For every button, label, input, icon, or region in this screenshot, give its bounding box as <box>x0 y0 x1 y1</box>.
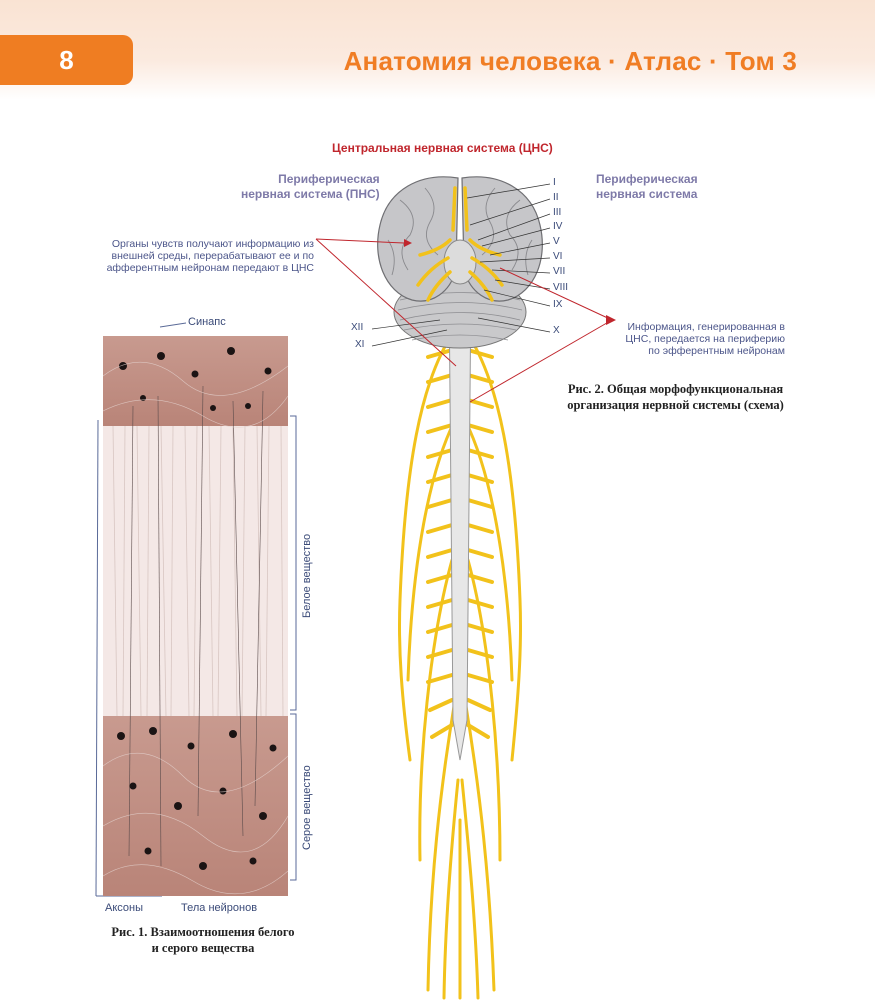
cranial-nerve-label: V <box>553 236 560 247</box>
cranial-nerve-leaders <box>371 183 551 347</box>
cranial-nerve-label: III <box>553 207 562 218</box>
tissue-drawing <box>103 336 288 896</box>
pns-left-line-1: Периферическая <box>278 172 380 186</box>
tissue-brackets <box>95 322 297 897</box>
cranial-nerve-label: VI <box>553 251 563 262</box>
pns-right-line-1: Периферическая <box>596 172 698 186</box>
brainstem <box>443 239 477 285</box>
arrow-head-left <box>404 239 412 247</box>
cranial-nerve-label: XII <box>351 322 364 333</box>
brain-gyri <box>387 187 533 276</box>
cranial-nerves <box>416 186 504 302</box>
cranial-nerve-label: VII <box>553 266 566 277</box>
gray-matter-label: Серое вещество <box>301 765 313 850</box>
axons-label: Аксоны <box>105 902 143 914</box>
page-number-tab: 8 <box>0 35 133 85</box>
pns-right-label: Периферическая нервная система <box>596 172 698 202</box>
neuron-bodies-label: Тела нейронов <box>181 902 258 914</box>
figure2-caption-line-2: организация нервной системы (схема) <box>567 398 784 412</box>
pns-left-line-2: нервная система (ПНС) <box>241 187 380 201</box>
header-band <box>0 0 875 100</box>
cranial-nerve-label: IV <box>553 221 563 232</box>
cranial-nerve-label: II <box>553 192 559 203</box>
book-title: Анатомия человека · Атлас · Том 3 <box>343 46 797 76</box>
cranial-nerve-label: XI <box>355 339 365 350</box>
synapse-label: Синапс <box>188 316 226 328</box>
figure2-caption-line-1: Рис. 2. Общая морфофункциональная <box>567 382 784 396</box>
figure1-caption-line-2: и серого вещества <box>151 941 255 955</box>
cranial-nerve-label: VIII <box>553 282 569 293</box>
page-number: 8 <box>59 44 74 75</box>
spinal-cord <box>448 284 472 761</box>
cranial-nerve-label: I <box>553 177 556 188</box>
info-flow-arrows <box>315 238 613 403</box>
white-matter-label: Белое вещество <box>301 533 313 618</box>
spinal-nerves <box>397 328 523 1000</box>
cranial-nerve-label: IX <box>553 299 563 310</box>
brain-left-hemisphere <box>377 176 459 302</box>
sensory-organs-note: Органы чувств получают информацию из вне… <box>106 238 314 274</box>
figure1-caption: Рис. 1. Взаимоотношения белого и серого … <box>88 924 318 956</box>
cranial-nerve-label: X <box>553 325 560 336</box>
figure2-caption: Рис. 2. Общая морфофункциональная органи… <box>553 381 798 413</box>
segmental-nerve-pairs <box>426 348 494 739</box>
efferent-info-note: Информация, генерированная в ЦНС, переда… <box>625 321 785 357</box>
arrow-head-right <box>606 315 616 325</box>
tissue-section-image <box>103 336 288 896</box>
figure1-caption-line-1: Рис. 1. Взаимоотношения белого <box>111 925 295 939</box>
pns-left-label: Периферическая нервная система (ПНС) <box>241 172 380 202</box>
cns-title: Центральная нервная система (ЦНС) <box>332 141 553 155</box>
pns-right-line-2: нервная система <box>596 187 698 201</box>
